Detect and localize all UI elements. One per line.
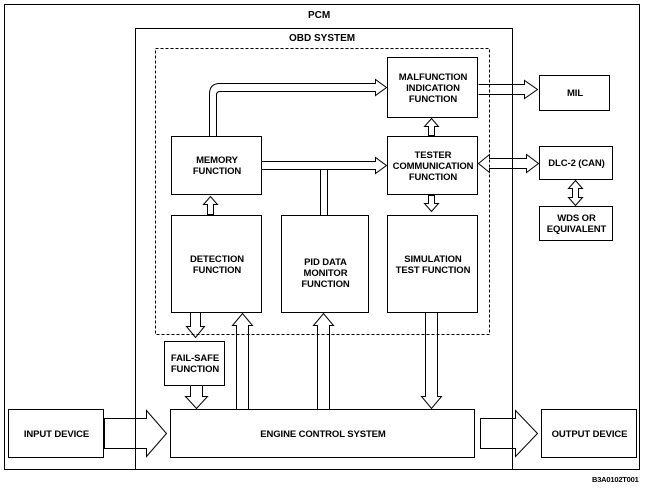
wds-block — [539, 206, 613, 241]
input-to-engine-arrow — [104, 409, 168, 458]
output-device-label: OUTPUT DEVICE — [551, 428, 628, 440]
obd-system-label: OBD SYSTEM — [289, 33, 356, 44]
failsafe-label: FAIL-SAFE FUNCTION — [170, 353, 220, 375]
detection-label: DETECTION FUNCTION — [190, 253, 244, 276]
reference-code: B3A0102T001 — [592, 475, 639, 484]
pcm-label: PCM — [308, 10, 331, 21]
detection-block — [171, 215, 262, 313]
mil-block — [539, 75, 610, 111]
memory-to-malfunction-arrow — [209, 78, 388, 137]
pcm-box — [135, 28, 513, 470]
malfunction-to-mil-arrow — [478, 79, 539, 100]
failsafe-block — [164, 341, 225, 386]
pid-to-tester-connector — [320, 169, 328, 216]
pid-block — [281, 215, 369, 313]
obd-system-box — [155, 48, 490, 335]
tester-block — [387, 136, 478, 195]
mil-label: MIL — [566, 88, 584, 99]
detection-to-failsafe-arrow — [185, 312, 206, 339]
tester-to-simulation-arrow — [423, 195, 440, 213]
tester-dlc-bidirectional-arrow — [477, 153, 540, 174]
input-device-block — [8, 409, 104, 458]
engine-to-pid-arrow — [312, 312, 335, 410]
simulation-to-engine-arrow — [420, 312, 443, 410]
malfunction-block — [387, 57, 478, 118]
tester-label: TESTER COMMUNICATION FUNCTION — [392, 149, 474, 183]
engine-control-block — [170, 409, 475, 458]
simulation-label: SIMULATION TEST FUNCTION — [395, 253, 471, 276]
tester-to-malfunction-arrow — [423, 117, 440, 136]
pid-label: PID DATA MONITOR FUNCTION — [301, 257, 350, 290]
input-device-label: INPUT DEVICE — [23, 428, 90, 440]
dlc-label: DLC-2 (CAN) — [548, 158, 605, 169]
dlc-block — [539, 146, 613, 180]
engine-to-detection-arrow — [231, 312, 254, 410]
memory-to-tester-arrow — [261, 156, 388, 175]
dlc-wds-bidirectional-arrow — [567, 179, 584, 207]
failsafe-to-engine-arrow — [184, 385, 209, 410]
simulation-block — [387, 215, 478, 313]
memory-label: MEMORY FUNCTION — [192, 155, 242, 177]
detection-to-memory-arrow — [202, 195, 219, 215]
output-device-block — [541, 409, 637, 458]
malfunction-label: MALFUNCTION INDICATION FUNCTION — [398, 71, 468, 105]
wds-label: WDS OR EQUIVALENT — [546, 213, 607, 235]
engine-control-label: ENGINE CONTROL SYSTEM — [260, 428, 386, 440]
engine-to-output-arrow — [480, 409, 539, 458]
